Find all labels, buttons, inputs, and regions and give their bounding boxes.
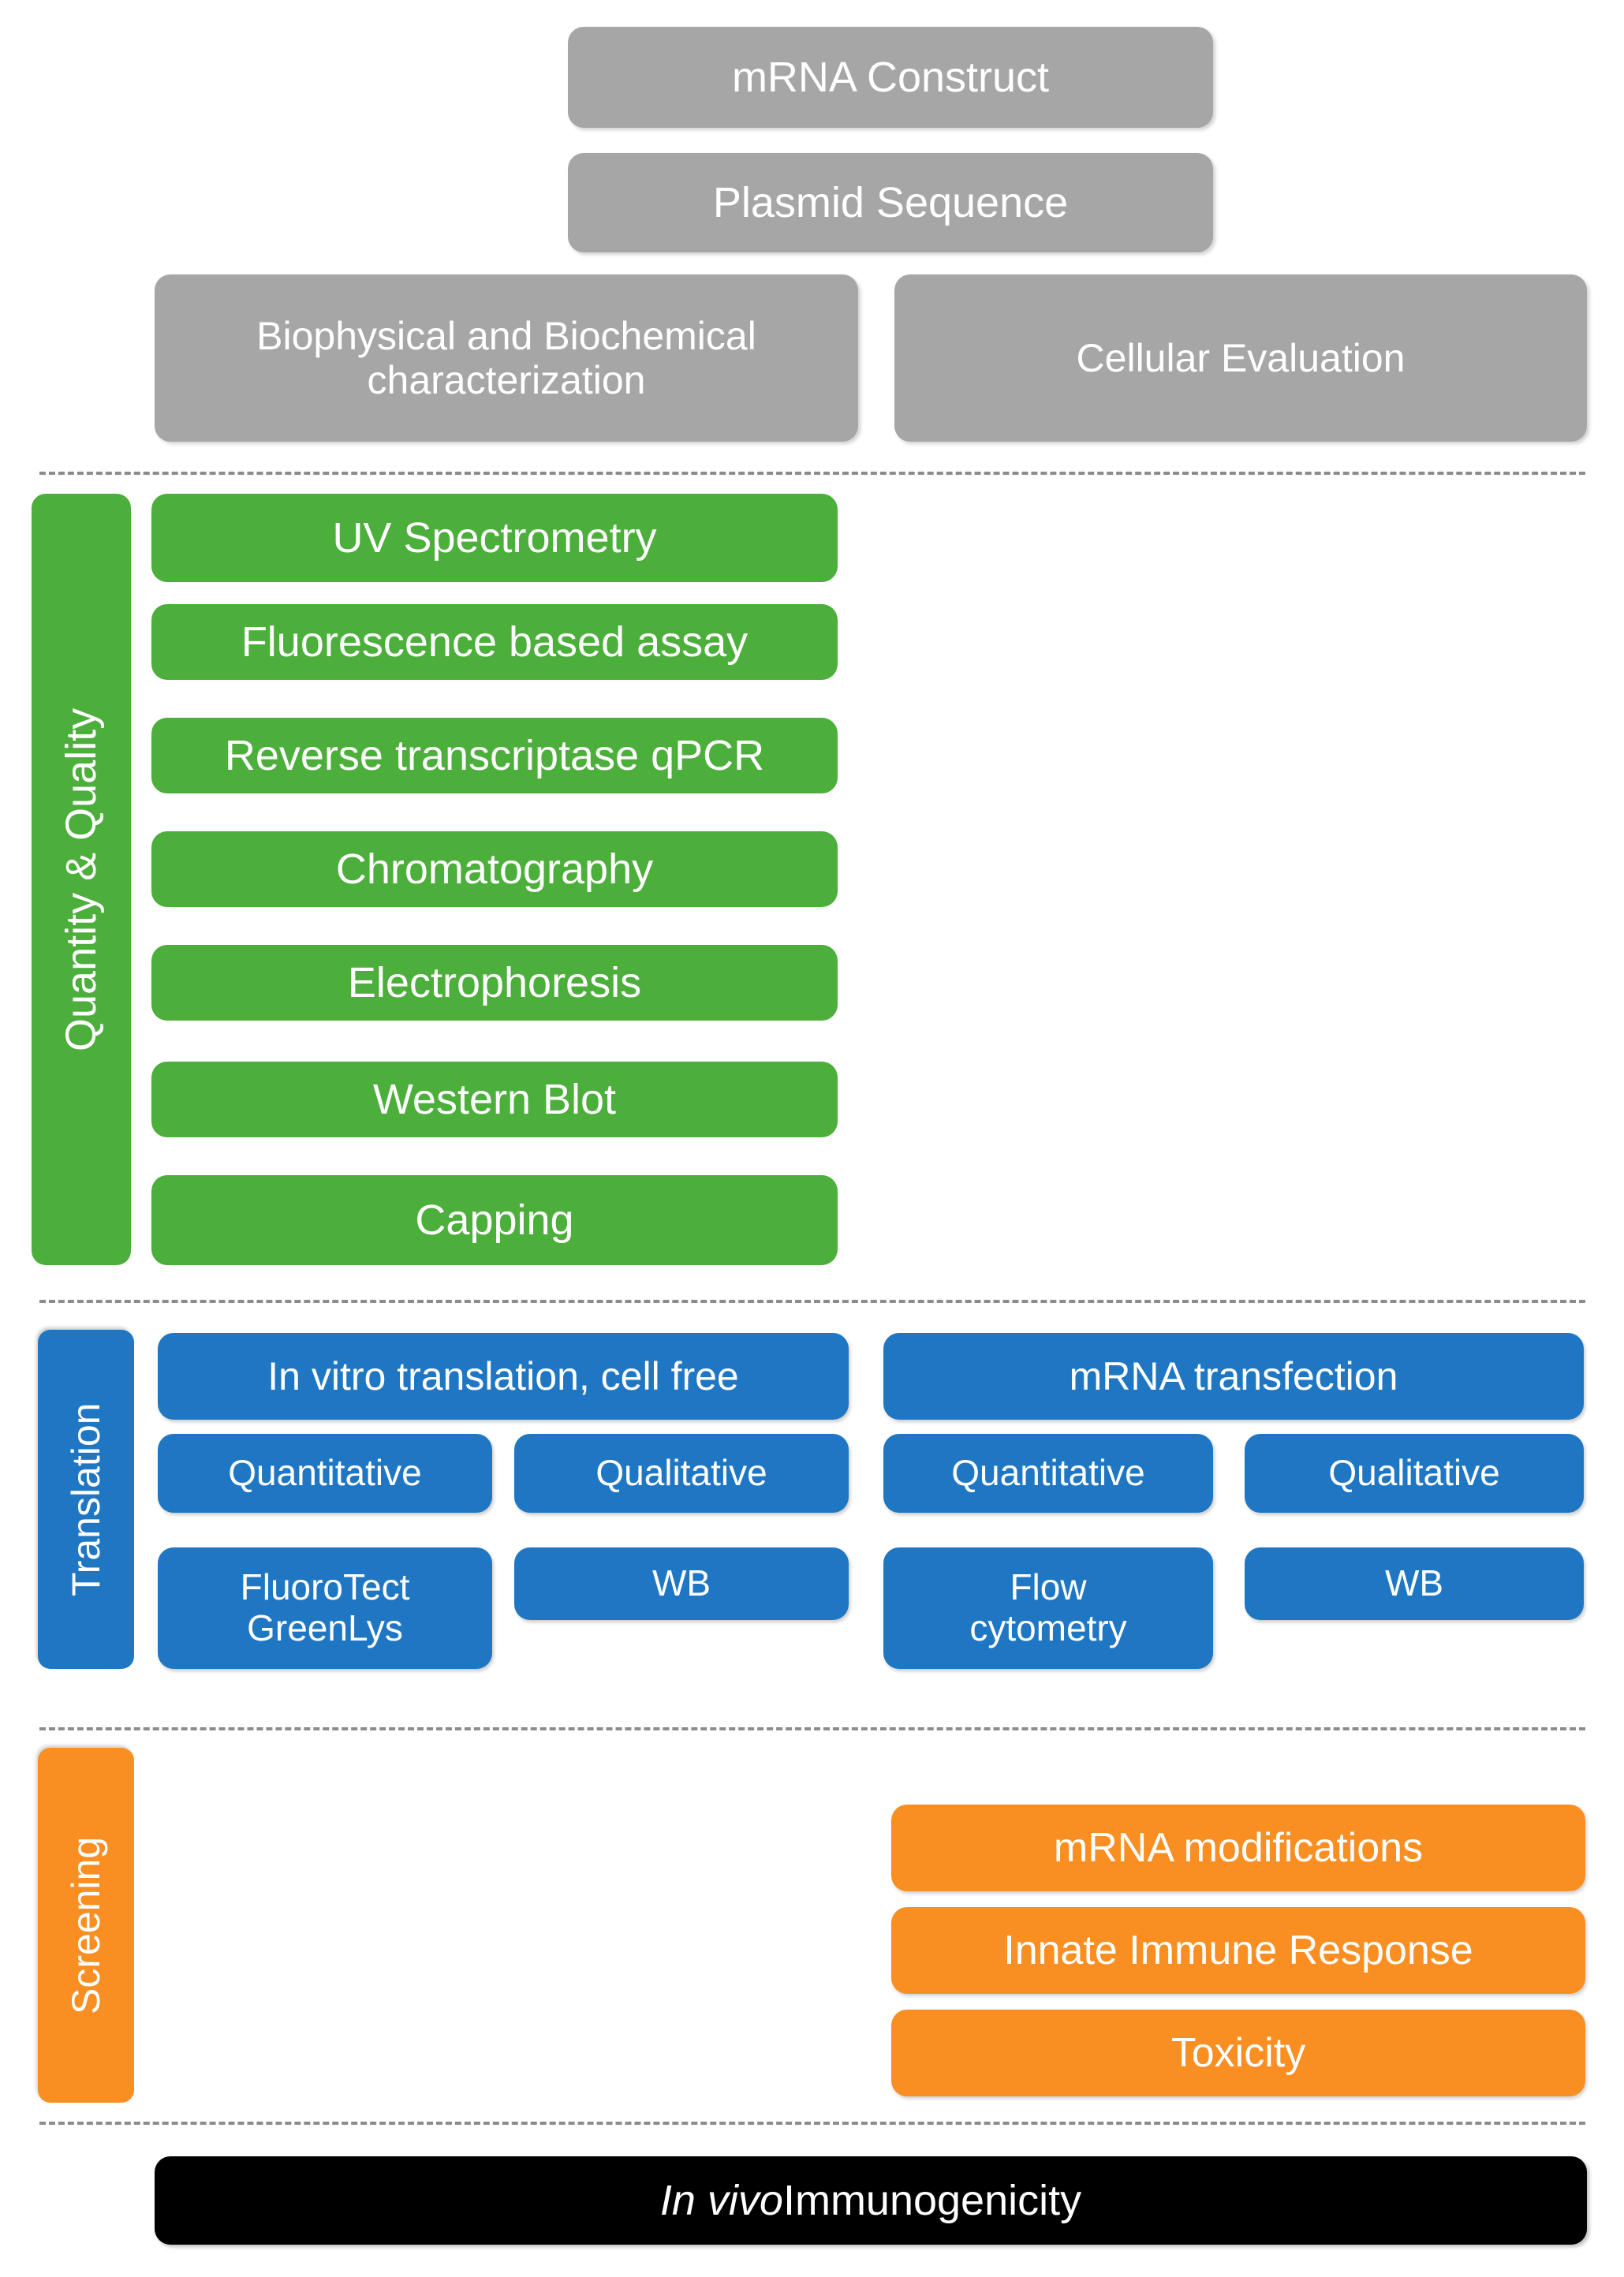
row-label-screening: Screening [38, 1748, 134, 2103]
node-mrna-construct: mRNA Construct [568, 27, 1213, 128]
node-mrna-transfection: mRNA transfection [883, 1333, 1584, 1420]
section-divider-top [39, 472, 1585, 475]
node-innate-immune-response: Innate Immune Response [891, 1907, 1585, 1994]
node-western-blot: Western Blot [151, 1062, 838, 1137]
node-in-vivo-immunogenicity: In vivo Immunogenicity [155, 2156, 1587, 2245]
node-flow-cytometry: Flow cytometry [883, 1547, 1213, 1669]
node-in-vitro-translation-cell-free: In vitro translation, cell free [158, 1333, 849, 1420]
node-qualitative-in-vitro: Qualitative [514, 1434, 849, 1513]
node-wb-transfection: WB [1245, 1547, 1584, 1620]
node-plasmid-sequence: Plasmid Sequence [568, 153, 1213, 252]
node-biophysical-biochemical-characterization: Biophysical and Biochemical characteriza… [155, 274, 858, 442]
node-quantitative-in-vitro: Quantitative [158, 1434, 492, 1513]
node-electrophoresis: Electrophoresis [151, 945, 838, 1021]
section-divider-translation [39, 1300, 1585, 1303]
row-label-quantity-quality: Quantity & Quality [32, 494, 131, 1265]
node-qualitative-transfection: Qualitative [1245, 1434, 1584, 1513]
node-wb-in-vitro: WB [514, 1547, 849, 1620]
row-label-translation: Translation [38, 1330, 134, 1669]
node-uv-spectrometry: UV Spectrometry [151, 494, 838, 582]
node-reverse-transcriptase-qpcr: Reverse transcriptase qPCR [151, 718, 838, 793]
node-capping: Capping [151, 1175, 838, 1265]
node-chromatography: Chromatography [151, 831, 838, 907]
node-toxicity: Toxicity [891, 2010, 1585, 2096]
section-divider-bottom [39, 2122, 1585, 2125]
node-fluorescence-based-assay: Fluorescence based assay [151, 604, 838, 680]
node-mrna-modifications: mRNA modifications [891, 1805, 1585, 1891]
node-quantitative-transfection: Quantitative [883, 1434, 1213, 1513]
node-cellular-evaluation: Cellular Evaluation [894, 274, 1587, 442]
section-divider-screening [39, 1727, 1585, 1730]
node-fluorotect-greenlys: FluoroTect GreenLys [158, 1547, 492, 1669]
in-vivo-italic-text: In vivo [659, 2176, 783, 2224]
immunogenicity-text: Immunogenicity [782, 2176, 1082, 2224]
